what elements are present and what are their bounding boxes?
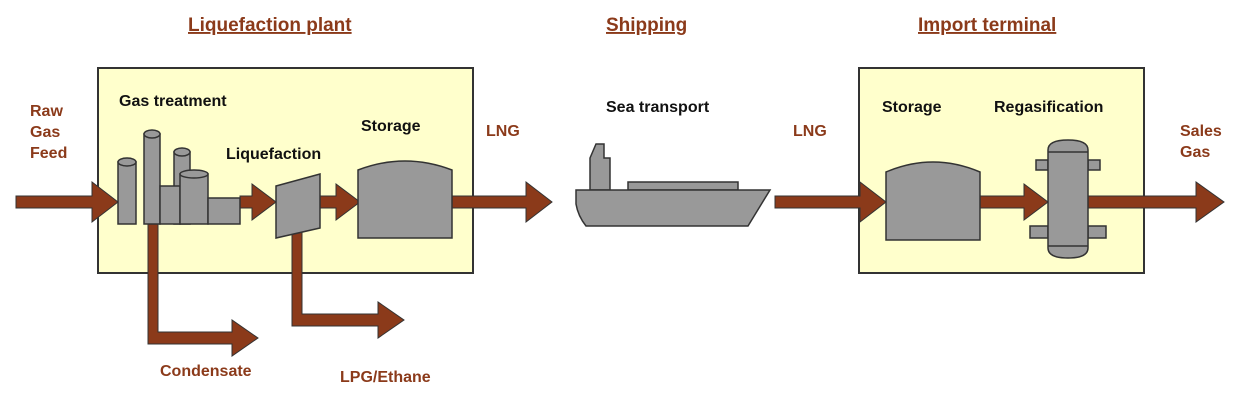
terminal-storage-tank xyxy=(885,161,981,241)
lpg-ethane-label: LPG/Ethane xyxy=(340,369,431,386)
raw-gas-feed-line-1: Raw xyxy=(30,103,63,120)
regasification-label: Regasification xyxy=(994,99,1103,116)
lng-in-arrow xyxy=(774,180,887,224)
raw-gas-feed-line-3: Feed xyxy=(30,145,67,162)
treatment-to-liquefaction-arrow xyxy=(239,183,277,221)
flow-arrows xyxy=(15,180,1225,224)
liquefaction-compressor xyxy=(275,173,321,239)
gas-treatment-label: Gas treatment xyxy=(119,93,227,110)
header-import-terminal: Import terminal xyxy=(918,15,1056,36)
gas-treatment-unit xyxy=(117,129,241,225)
header-liquefaction-plant: Liquefaction plant xyxy=(188,15,352,36)
raw-gas-feed-line-2: Gas xyxy=(30,124,60,141)
sales-gas-arrow xyxy=(1087,181,1225,223)
raw-gas-feed-arrow xyxy=(15,180,119,224)
lpg-ethane-branch-arrow xyxy=(291,227,405,339)
condensate-branch-arrow xyxy=(147,219,259,357)
terminal-storage-label: Storage xyxy=(882,99,942,116)
condensate-label: Condensate xyxy=(160,363,252,380)
sales-gas-line-2: Gas xyxy=(1180,144,1210,161)
storage-to-regasification-arrow xyxy=(979,183,1049,221)
plant-storage-label: Storage xyxy=(361,118,421,135)
liquefaction-label: Liquefaction xyxy=(226,146,321,163)
lng-out-label: LNG xyxy=(486,123,520,140)
regasification-column xyxy=(1029,139,1107,259)
lng-out-arrow xyxy=(451,180,553,224)
liquefaction-to-storage-arrow xyxy=(319,183,361,221)
sea-transport-label: Sea transport xyxy=(606,99,710,116)
plant-storage-tank xyxy=(357,160,453,239)
lng-ship-icon xyxy=(575,143,772,227)
sales-gas-line-1: Sales xyxy=(1180,123,1222,140)
raw-gas-feed-label: Raw Gas Feed xyxy=(30,103,67,162)
lng-in-label: LNG xyxy=(793,123,827,140)
sales-gas-label: Sales Gas xyxy=(1180,123,1226,161)
header-shipping: Shipping xyxy=(606,15,687,36)
